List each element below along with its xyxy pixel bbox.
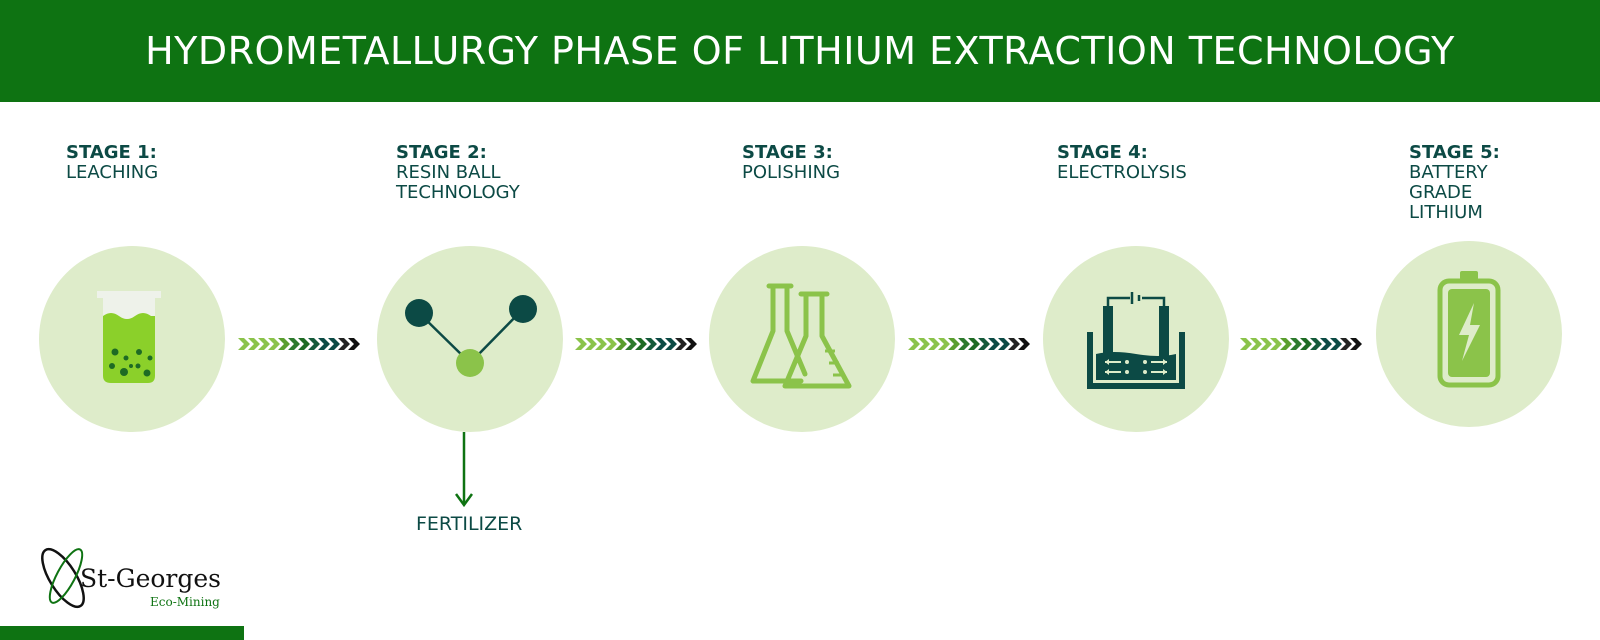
chevron-segment bbox=[645, 338, 657, 350]
stage-2-circle bbox=[377, 246, 563, 432]
logo-sub-text: Eco-Mining bbox=[150, 595, 220, 609]
page-title: HYDROMETALLURGY PHASE OF LITHIUM EXTRACT… bbox=[145, 29, 1455, 73]
chevron-segment bbox=[268, 338, 280, 350]
chevron-segment bbox=[1270, 338, 1282, 350]
stage-3-number: STAGE 3: bbox=[742, 142, 833, 163]
chevron-segment bbox=[998, 338, 1010, 350]
chevron-segment bbox=[655, 338, 667, 350]
stage-4-label: STAGE 4: ELECTROLYSIS bbox=[1057, 143, 1187, 183]
stage-2-number: STAGE 2: bbox=[396, 142, 487, 163]
chevron-segment bbox=[238, 338, 250, 350]
flow-arrow-1-2 bbox=[238, 338, 360, 350]
chevron-segment bbox=[988, 338, 1000, 350]
company-logo: St-Georges Eco-Mining bbox=[30, 536, 230, 621]
chevron-segment bbox=[348, 338, 360, 350]
chevron-segment bbox=[1290, 338, 1302, 350]
chevron-segment bbox=[258, 338, 270, 350]
flow-arrow-2-3 bbox=[575, 338, 697, 350]
chevron-segment bbox=[328, 338, 340, 350]
chevron-segment bbox=[318, 338, 330, 350]
chevron-segment bbox=[595, 338, 607, 350]
stage-5-label: STAGE 5: BATTERY GRADE LITHIUM bbox=[1409, 143, 1500, 223]
chevron-segment bbox=[575, 338, 587, 350]
stage-5-name: BATTERY GRADE LITHIUM bbox=[1409, 162, 1488, 223]
chevron-segment bbox=[1340, 338, 1352, 350]
chevron-segment bbox=[675, 338, 687, 350]
chevron-segment bbox=[625, 338, 637, 350]
chevron-segment bbox=[298, 338, 310, 350]
molecule-icon bbox=[405, 295, 537, 377]
chevron-segment bbox=[338, 338, 350, 350]
chevron-segment bbox=[1250, 338, 1262, 350]
chevron-segment bbox=[1310, 338, 1322, 350]
stage-4-name: ELECTROLYSIS bbox=[1057, 162, 1187, 183]
chevron-segment bbox=[1350, 338, 1362, 350]
electrolysis-cell-icon bbox=[1087, 292, 1185, 389]
flow-arrow-4-5 bbox=[1240, 338, 1362, 350]
chevron-segment bbox=[958, 338, 970, 350]
chevron-segment bbox=[585, 338, 597, 350]
stage-1-name: LEACHING bbox=[66, 162, 159, 183]
stage-4-number: STAGE 4: bbox=[1057, 142, 1148, 163]
chevron-segment bbox=[938, 338, 950, 350]
chevron-segment bbox=[308, 338, 320, 350]
chevron-segment bbox=[1240, 338, 1252, 350]
footer-accent-bar bbox=[0, 626, 244, 640]
beaker-icon bbox=[97, 291, 161, 383]
flasks-icon bbox=[750, 283, 852, 389]
chevron-segment bbox=[1280, 338, 1292, 350]
flow-arrow-3-4 bbox=[908, 338, 1030, 350]
chevron-segment bbox=[685, 338, 697, 350]
chevron-segment bbox=[1260, 338, 1272, 350]
chevron-segment bbox=[968, 338, 980, 350]
chevron-segment bbox=[1018, 338, 1030, 350]
chevron-segment bbox=[908, 338, 920, 350]
chevron-segment bbox=[1320, 338, 1332, 350]
header-banner: HYDROMETALLURGY PHASE OF LITHIUM EXTRACT… bbox=[0, 0, 1600, 102]
stage-2-name: RESIN BALL TECHNOLOGY bbox=[396, 162, 520, 203]
chevron-segment bbox=[1008, 338, 1020, 350]
orbit-logo-icon bbox=[41, 547, 85, 609]
chevron-segment bbox=[978, 338, 990, 350]
chevron-segment bbox=[928, 338, 940, 350]
stage-1-circle bbox=[39, 246, 225, 432]
stage-1-label: STAGE 1: LEACHING bbox=[66, 143, 158, 183]
down-arrow-icon bbox=[455, 432, 473, 508]
chevron-segment bbox=[248, 338, 260, 350]
stage-3-label: STAGE 3: POLISHING bbox=[742, 143, 840, 183]
stage-1-number: STAGE 1: bbox=[66, 142, 157, 163]
stage-5-circle bbox=[1376, 241, 1562, 427]
fertilizer-label: FERTILIZER bbox=[416, 513, 523, 535]
battery-icon bbox=[1437, 271, 1501, 388]
chevron-segment bbox=[288, 338, 300, 350]
stage-2-label: STAGE 2: RESIN BALL TECHNOLOGY bbox=[396, 143, 520, 203]
chevron-segment bbox=[1300, 338, 1312, 350]
logo-brand-text: St-Georges bbox=[80, 564, 222, 593]
stage-3-name: POLISHING bbox=[742, 162, 841, 183]
stage-5-number: STAGE 5: bbox=[1409, 142, 1500, 163]
chevron-segment bbox=[918, 338, 930, 350]
chevron-segment bbox=[278, 338, 290, 350]
chevron-segment bbox=[605, 338, 617, 350]
stage-4-circle bbox=[1043, 246, 1229, 432]
chevron-segment bbox=[665, 338, 677, 350]
chevron-segment bbox=[635, 338, 647, 350]
chevron-segment bbox=[1330, 338, 1342, 350]
stage-3-circle bbox=[709, 246, 895, 432]
chevron-segment bbox=[948, 338, 960, 350]
chevron-segment bbox=[615, 338, 627, 350]
